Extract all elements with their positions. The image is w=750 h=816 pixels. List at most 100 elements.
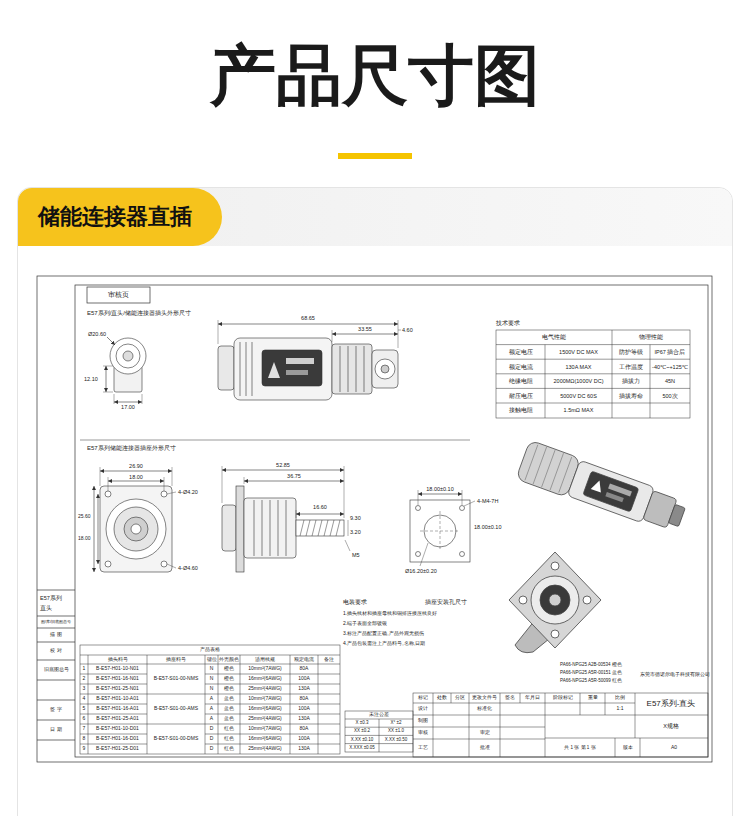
mounting-hole-view xyxy=(416,552,421,557)
plug-side-view xyxy=(372,350,398,388)
tolerance-table-grid xyxy=(345,711,413,752)
table-cell: 100A xyxy=(298,706,310,712)
title-strip-cell: 日 期 xyxy=(50,727,61,733)
title-block-cell: 版本 xyxy=(623,745,633,750)
drawing-frame xyxy=(75,285,708,757)
socket-front-view xyxy=(105,561,111,567)
tech-table-grid xyxy=(496,330,690,418)
table-cell: 6 xyxy=(83,716,86,722)
dimension: 4-Ø4.60 xyxy=(178,565,198,571)
table-cell: 1 xyxy=(83,666,86,672)
plug-side-view xyxy=(398,330,401,331)
mounting-hole-view xyxy=(416,506,421,511)
socket-render xyxy=(509,552,601,648)
plug-side-view xyxy=(286,370,308,375)
socket-front-view xyxy=(172,467,173,486)
view-title: E57系列/直头/储能连接器插头外形尺寸 xyxy=(87,310,191,317)
dimension: 4-M4-7H xyxy=(477,498,498,504)
table-cell: 防护等级 xyxy=(619,349,643,355)
drawing-frame xyxy=(37,700,75,701)
mounting-hole-view xyxy=(462,490,463,505)
product-table-grid xyxy=(80,655,340,656)
plug-front-view xyxy=(142,394,143,404)
plug-side-view xyxy=(332,344,372,394)
accent-bar xyxy=(338,153,412,159)
plug-render xyxy=(516,440,689,537)
table-cell: 8 xyxy=(83,736,86,742)
socket-side-view xyxy=(222,466,350,572)
drawing-frame xyxy=(37,720,75,721)
socket-render xyxy=(551,630,559,638)
table-cell: 130A xyxy=(298,716,310,722)
table-cell: 电气性能 xyxy=(542,334,566,340)
tolerance-cell: X.XXX ±0.05 xyxy=(349,745,375,750)
plug-side-view xyxy=(218,320,401,348)
plug-side-view xyxy=(332,334,398,335)
title-block-cell: 比例 xyxy=(615,696,625,701)
table-cell: 1.5mΩ MAX xyxy=(564,407,594,413)
plug-render xyxy=(591,479,605,493)
title-strip-cell: 图/库/旧底图总号 xyxy=(41,620,71,625)
material-note: PA66-NPG25 A5R-00151 蓝色 xyxy=(560,671,622,676)
table-cell: N xyxy=(210,676,214,682)
plug-front-view xyxy=(106,366,107,392)
socket-front-view xyxy=(161,561,167,567)
table-cell: 红色 xyxy=(224,746,234,752)
plug-side-view xyxy=(340,346,364,392)
plug-side-view xyxy=(332,330,333,342)
table-heading: 技术要求 xyxy=(496,320,520,327)
dimension: 33.55 xyxy=(358,326,372,332)
tolerance-table-grid xyxy=(345,711,413,752)
title-block-cell: 处数 xyxy=(437,696,447,701)
title-block-cell: 更改文件号 xyxy=(472,696,497,701)
table-cell: 80A xyxy=(300,666,309,672)
dimension: 3.20 xyxy=(350,529,361,535)
table-cell: 插拔力 xyxy=(622,378,640,384)
plug-front-view xyxy=(114,402,142,403)
tolerance-cell: X.XX ±0.50 xyxy=(385,737,408,742)
drawing-name: E57系列-直头 xyxy=(647,700,696,709)
material-note: PA66-NPG25 A5R-50099 红色 xyxy=(560,679,622,684)
table-cell: B-E57-S01-00-AMS xyxy=(154,706,198,712)
table-header: 适用线规 xyxy=(255,657,275,662)
company-name: 东莞市德诺尔电子科技有限公司 xyxy=(640,673,710,678)
table-cell: 蓝色 xyxy=(224,706,234,712)
socket-front-view xyxy=(161,491,167,497)
title-block-cell: 批准 xyxy=(480,746,490,751)
socket-front-view xyxy=(114,507,158,551)
drawing-frame xyxy=(37,276,712,762)
tech-table-grid xyxy=(650,345,651,418)
dimension: 25.60 xyxy=(78,514,91,520)
socket-front-view xyxy=(106,499,166,559)
drawing-frame xyxy=(37,680,75,681)
table-cell: A xyxy=(210,706,213,712)
table-cell: 1500V DC MAX xyxy=(559,349,598,355)
plug-side-view xyxy=(218,324,398,325)
tolerance-cell: X.XX ±0.10 xyxy=(351,737,374,742)
tech-table-grid xyxy=(496,388,690,389)
socket-render xyxy=(540,585,570,615)
table-cell: B-E57-H01-10-D01 xyxy=(96,726,139,732)
stamp-text: 审核页 xyxy=(108,291,129,299)
title-strip-cell: 描 图 xyxy=(50,632,61,638)
dimension: 4-Ø4.20 xyxy=(178,489,198,495)
mounting-hole-view xyxy=(410,500,470,562)
title-block-cell: 签名 xyxy=(505,696,515,701)
title-block-cell: 1:1 xyxy=(617,706,624,712)
plug-side-view xyxy=(375,359,395,379)
socket-side-view xyxy=(222,466,350,551)
dimension: M5 xyxy=(352,552,360,558)
table-cell: A xyxy=(210,716,213,722)
table-cell: 130A MAX xyxy=(566,363,592,369)
title-block-grid xyxy=(413,693,545,757)
table-header: 额定电流 xyxy=(294,657,314,662)
table-cell: B-E57-H01-10-A01 xyxy=(96,696,139,702)
title-block-grid xyxy=(413,693,708,757)
table-cell: 2 xyxy=(83,676,86,682)
table-cell: -40℃~+125℃ xyxy=(652,363,688,369)
dimension: 17.00 xyxy=(121,404,135,410)
table-cell: 橙色 xyxy=(224,676,234,682)
socket-render xyxy=(551,562,559,570)
title-block-cell: 设计 xyxy=(418,707,428,712)
